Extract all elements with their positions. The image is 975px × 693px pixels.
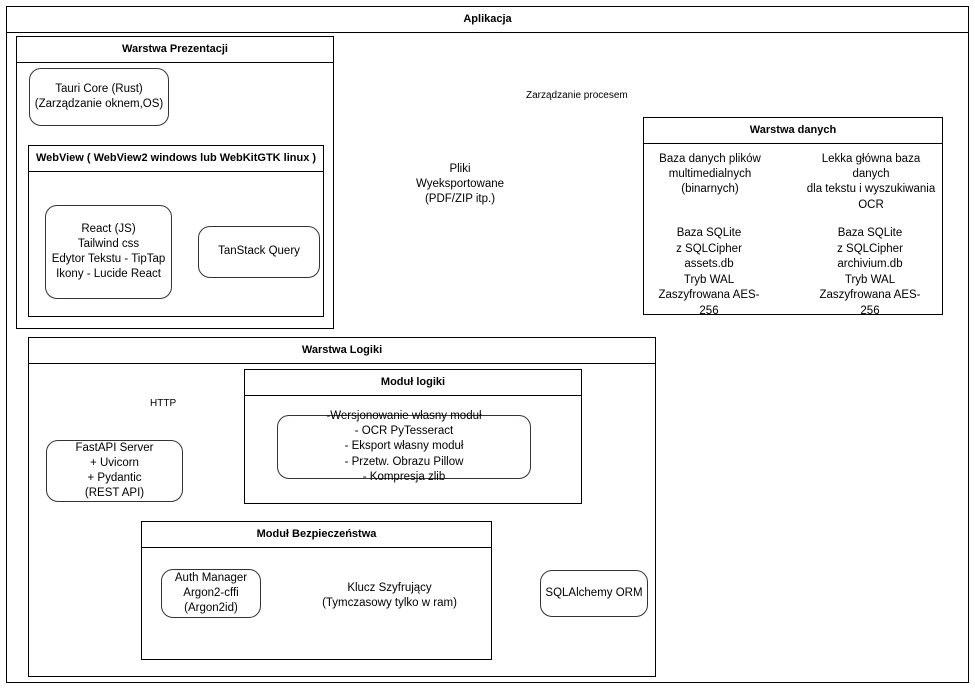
container-modul-bezpieczenstwa-title: Moduł Bezpieczeństwa	[142, 522, 491, 548]
node-tanstack-query[interactable]: TanStack Query	[198, 226, 320, 278]
node-tauri-core-label: Tauri Core (Rust)(Zarządzanie oknem,OS)	[34, 82, 164, 110]
container-warstwa-danych-title: Warstwa danych	[644, 118, 942, 144]
container-modul-logiki-title: Moduł logiki	[245, 370, 581, 396]
container-webview-title: WebView ( WebView2 windows lub WebKitGTK…	[29, 146, 323, 172]
node-logic-module-items-label: -Wersjonowanie własny moduł- OCR PyTesse…	[326, 410, 482, 483]
container-warstwa-prezentacji-title: Warstwa Prezentacji	[17, 37, 333, 63]
edge-label-process-management: Zarządzanie procesem	[524, 90, 630, 101]
node-tanstack-query-label: TanStack Query	[218, 245, 300, 258]
node-tauri-core[interactable]: Tauri Core (Rust)(Zarządzanie oknem,OS)	[29, 68, 169, 126]
container-modul-bezpieczenstwa: Moduł Bezpieczeństwa	[141, 521, 492, 660]
node-fastapi-server[interactable]: FastAPI Server+ Uvicorn+ Pydantic(REST A…	[46, 440, 183, 502]
edge-label-http: HTTP	[148, 398, 179, 409]
container-warstwa-danych: Warstwa danych	[643, 117, 943, 315]
node-sqlalchemy-orm-label: SQLAlchemy ORM	[545, 586, 643, 599]
container-aplikacja-title: Aplikacja	[7, 7, 968, 33]
container-warstwa-logiki-title: Warstwa Logiki	[29, 338, 655, 364]
node-sqlalchemy-orm[interactable]: SQLAlchemy ORM	[540, 570, 648, 617]
node-logic-module-items[interactable]: -Wersjonowanie własny moduł- OCR PyTesse…	[277, 410, 531, 483]
node-fastapi-server-label: FastAPI Server+ Uvicorn+ Pydantic(REST A…	[75, 441, 154, 500]
node-klucz-szyfrujacy-label: Klucz Szyfrujący(Tymczasowy tylko w ram)	[322, 582, 457, 610]
node-klucz-szyfrujacy[interactable]: Klucz Szyfrujący(Tymczasowy tylko w ram)	[312, 581, 467, 611]
